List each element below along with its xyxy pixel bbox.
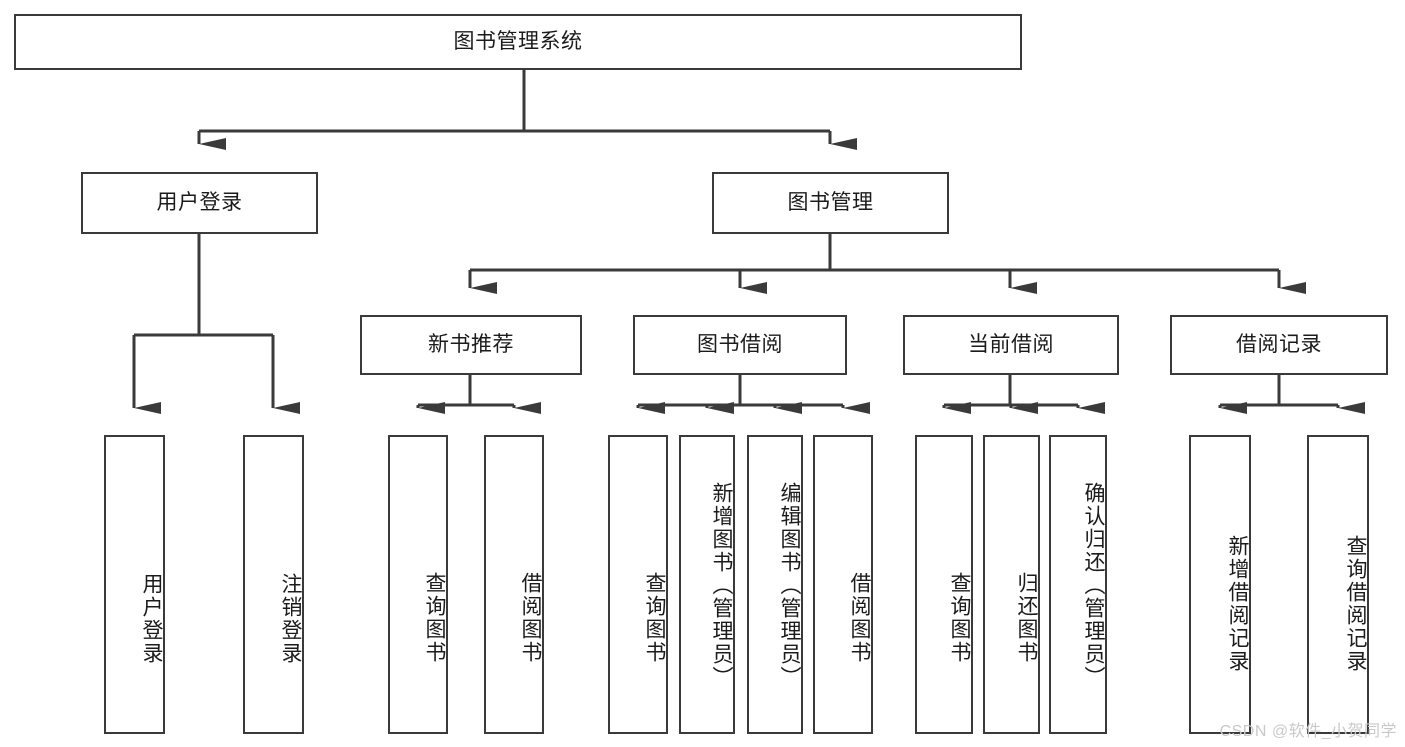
node-leaf-edit-book[interactable]: 编辑图书（管理员） [747, 435, 803, 734]
node-leaf-add-book[interactable]: 新增图书（管理员） [679, 435, 735, 734]
node-leaf-confirm-return[interactable]: 确认归还（管理员） [1049, 435, 1107, 734]
node-new-book-rec-label: 新书推荐 [428, 332, 514, 356]
node-book-borrow-label: 图书借阅 [697, 332, 783, 356]
node-leaf-query-record[interactable]: 查询借阅记录 [1307, 435, 1369, 734]
node-leaf-query-book-3[interactable]: 查询图书 [915, 435, 973, 734]
node-new-book-rec[interactable]: 新书推荐 [360, 315, 582, 375]
node-leaf-query-book-3-label: 查询图书 [948, 571, 971, 664]
node-book-manage[interactable]: 图书管理 [712, 172, 949, 234]
node-leaf-query-book-1[interactable]: 查询图书 [388, 435, 448, 734]
node-leaf-borrow-book-2-label: 借阅图书 [848, 571, 871, 664]
node-leaf-user-login[interactable]: 用户登录 [104, 435, 165, 734]
node-leaf-query-book-2-label: 查询图书 [643, 571, 666, 664]
node-leaf-add-book-label: 新增图书（管理员） [710, 482, 733, 689]
node-book-manage-label: 图书管理 [787, 190, 874, 214]
node-leaf-edit-book-label: 编辑图书（管理员） [778, 482, 801, 689]
node-current-borrow[interactable]: 当前借阅 [903, 315, 1119, 375]
node-leaf-query-record-label: 查询借阅记录 [1344, 534, 1367, 673]
watermark-text: CSDN @软件_小贺同学 [1219, 723, 1397, 740]
node-root[interactable]: 图书管理系统 [14, 14, 1022, 70]
node-root-label: 图书管理系统 [453, 29, 583, 53]
node-current-borrow-label: 当前借阅 [968, 332, 1054, 356]
node-leaf-query-book-2[interactable]: 查询图书 [608, 435, 668, 734]
node-leaf-logout-label: 注销登录 [279, 573, 302, 665]
node-leaf-add-record[interactable]: 新增借阅记录 [1189, 435, 1251, 734]
node-user-login-label: 用户登录 [156, 190, 243, 214]
node-leaf-user-login-label: 用户登录 [140, 573, 163, 665]
node-leaf-add-record-label: 新增借阅记录 [1226, 534, 1249, 673]
node-user-login[interactable]: 用户登录 [81, 172, 318, 234]
node-borrow-record[interactable]: 借阅记录 [1170, 315, 1388, 375]
node-leaf-confirm-return-label: 确认归还（管理员） [1082, 482, 1105, 689]
node-leaf-borrow-book-2[interactable]: 借阅图书 [813, 435, 873, 734]
node-leaf-borrow-book-1[interactable]: 借阅图书 [484, 435, 544, 734]
node-book-borrow[interactable]: 图书借阅 [633, 315, 847, 375]
node-leaf-return-book[interactable]: 归还图书 [983, 435, 1040, 734]
node-leaf-return-book-label: 归还图书 [1015, 571, 1038, 664]
node-leaf-logout[interactable]: 注销登录 [243, 435, 304, 734]
node-leaf-query-book-1-label: 查询图书 [423, 571, 446, 664]
node-leaf-borrow-book-1-label: 借阅图书 [519, 571, 542, 664]
node-borrow-record-label: 借阅记录 [1236, 332, 1322, 356]
